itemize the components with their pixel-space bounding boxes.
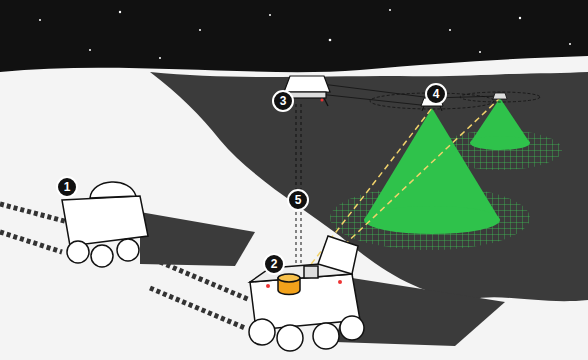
callout-number: 3 (272, 90, 294, 112)
rover (249, 236, 364, 351)
formation-lines (300, 84, 540, 109)
rover-shadow (140, 212, 255, 266)
ridge (400, 58, 588, 76)
dark-plain (150, 72, 588, 301)
tether-line (296, 104, 301, 272)
rover-shadow (335, 278, 505, 346)
rover (62, 182, 148, 267)
callout-number: 1 (56, 176, 78, 198)
sensor-cone (470, 98, 530, 150)
drone (493, 93, 507, 99)
sensor-cone (364, 108, 500, 234)
callout-number: 2 (263, 253, 285, 275)
lunar-ground (0, 56, 588, 360)
callout-number: 5 (287, 189, 309, 211)
stars (39, 9, 571, 59)
callout-number: 4 (425, 83, 447, 105)
